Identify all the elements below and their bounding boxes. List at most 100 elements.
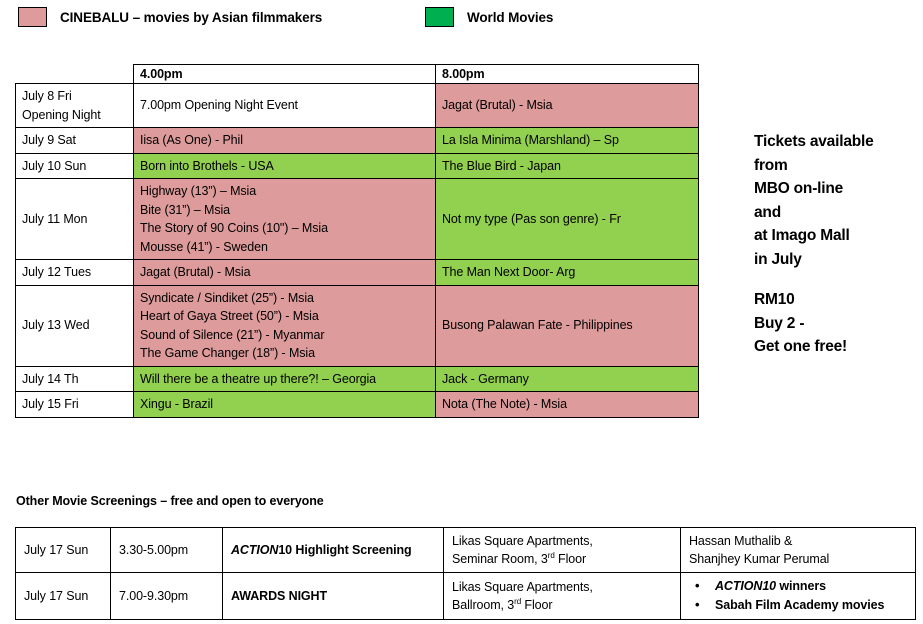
venue-room: Seminar Room, 3	[452, 552, 548, 567]
other-event-italic: ACTION	[231, 543, 279, 558]
other-presenter-cell: ACTION10 winnersSabah Film Academy movie…	[680, 572, 916, 620]
other-event-cell: ACTION10 Highlight Screening	[222, 526, 444, 574]
schedule-row: July 12 Tues Jagat (Brutal) - Msia The Man…	[15, 259, 699, 286]
schedule-day-line: July 15 Fri	[22, 397, 79, 411]
legend: CINEBALU – movies by Asian filmmakers Wo…	[0, 0, 923, 40]
other-time-cell: 7.00-9.30pm	[110, 572, 223, 620]
schedule-film-title: Will there be a theatre up there?! – Geo…	[140, 371, 377, 386]
schedule-film-title: Born into Brothels - USA	[140, 158, 274, 173]
schedule-film-title: 7.00pm Opening Night Event	[140, 98, 298, 113]
legend-item-cinebalu: CINEBALU – movies by Asian filmmakers	[18, 7, 322, 27]
schedule-film-title: Jagat (Brutal) - Msia	[140, 265, 251, 279]
other-screenings-heading: Other Movie Screenings – free and open t…	[16, 494, 324, 508]
venue-ordinal: rd	[514, 597, 522, 607]
schedule-film-title: Not my type (Pas son genre) - Fr	[442, 211, 621, 226]
schedule-film-title: Jack - Germany	[442, 371, 529, 386]
other-date-cell: July 17 Sun	[15, 572, 111, 620]
schedule-row: July 15 Fri Xingu - Brazil Nota (The Note)…	[15, 391, 699, 418]
schedule-film-title: Highway (13”) – Msia	[140, 184, 257, 198]
schedule-header-blank	[15, 64, 134, 84]
schedule-header-8pm: 8.00pm	[435, 64, 699, 84]
schedule-day-line: July 9 Sat	[22, 133, 76, 147]
schedule-film-title: Xingu - Brazil	[140, 397, 213, 411]
schedule-day-cell: July 9 Sat	[15, 127, 134, 154]
schedule-day-line: July 11 Mon	[22, 211, 88, 226]
schedule-film-title: Heart of Gaya Street (50”) - Msia	[140, 309, 319, 323]
other-venue-line: Likas Square Apartments,	[452, 579, 593, 594]
schedule-day-line: July 12 Tues	[22, 265, 91, 279]
schedule-cell-8pm: Not my type (Pas son genre) - Fr	[435, 178, 699, 260]
schedule-cell-4pm: Will there be a theatre up there?! – Geo…	[133, 365, 436, 392]
schedule-cell-4pm: 7.00pm Opening Night Event	[133, 83, 436, 128]
venue-room: Ballroom, 3	[452, 598, 515, 613]
schedule-day-line: Opening Night	[22, 107, 101, 122]
pink-swatch-icon	[18, 7, 47, 27]
schedule-film-title: Sound of Silence (21”) - Myanmar	[140, 327, 325, 342]
schedule-header-row: 4.00pm 8.00pm	[15, 64, 699, 84]
other-venue-line: Seminar Room, 3rd Floor	[452, 550, 672, 568]
price-line: Get one free!	[754, 338, 848, 356]
schedule-day-cell: July 14 Th	[15, 365, 134, 392]
other-venue-cell: Likas Square Apartments, Ballroom, 3rd Fl…	[443, 572, 681, 620]
tickets-line: Tickets available	[754, 133, 874, 150]
venue-ordinal: rd	[547, 551, 555, 561]
tickets-line: from	[754, 156, 788, 174]
schedule-film-title: The Story of 90 Coins (10") – Msia	[140, 221, 328, 235]
schedule-cell-8pm: Nota (The Note) - Msia	[435, 391, 699, 418]
venue-floor: Floor	[554, 552, 587, 567]
schedule-cell-8pm: The Blue Bird - Japan	[435, 152, 699, 179]
other-date-cell: July 17 Sun	[15, 526, 111, 574]
schedule-film-title: Jagat (Brutal) - Msia	[442, 98, 553, 113]
schedule-film-title: Mousse (41”) - Sweden	[140, 239, 268, 254]
schedule-day-line: July 8 Fri	[22, 89, 72, 103]
schedule-film-title: Nota (The Note) - Msia	[442, 397, 567, 411]
schedule-cell-4pm: Xingu - Brazil	[133, 391, 436, 418]
legend-label-cinebalu: CINEBALU – movies by Asian filmmakers	[60, 9, 323, 25]
schedule-film-title: The Game Changer (18”) - Msia	[140, 346, 315, 360]
schedule-day-cell: July 10 Sun	[15, 152, 134, 179]
schedule-cell-8pm: Jagat (Brutal) - Msia	[435, 83, 699, 128]
legend-item-world-movies: World Movies	[425, 7, 553, 27]
other-venue-cell: Likas Square Apartments, Seminar Room, 3r…	[443, 526, 681, 574]
list-item: ACTION10 winners	[689, 576, 907, 596]
schedule-film-title: The Man Next Door- Arg	[442, 265, 576, 279]
schedule-row: July 13 Wed Syndicate / Sindiket (25”) - …	[15, 284, 699, 367]
schedule-row: July 10 Sun Born into Brothels - USA The B…	[15, 152, 699, 179]
price-line: RM10	[754, 291, 795, 309]
list-item: Sabah Film Academy movies	[689, 595, 907, 615]
schedule-day-line: July 10 Sun	[22, 158, 87, 173]
schedule-day-cell: July 12 Tues	[15, 259, 134, 286]
schedule-day-cell: July 11 Mon	[15, 178, 134, 260]
tickets-info: Tickets available from MBO on-line and a…	[754, 130, 919, 359]
presenter-name: Hassan Muthalib &	[689, 534, 793, 549]
spacer	[754, 271, 919, 288]
schedule-row: July 14 Th Will there be a theatre up the…	[15, 365, 699, 392]
bullet-italic: ACTION10	[715, 579, 777, 594]
green-swatch-icon	[425, 7, 454, 27]
schedule-film-title: La Isla Minima (Marshland) – Sp	[442, 133, 619, 147]
schedule-cell-8pm: Busong Palawan Fate - Philippines	[435, 284, 699, 367]
price-line: Buy 2 -	[754, 314, 805, 332]
legend-label-world: World Movies	[467, 9, 554, 25]
other-venue-line: Ballroom, 3rd Floor	[452, 596, 672, 614]
other-venue-line: Likas Square Apartments,	[452, 534, 593, 548]
schedule-film-title: Bite (31”) – Msia	[140, 202, 230, 217]
venue-floor: Floor	[521, 598, 553, 613]
schedule-day-cell: July 13 Wed	[15, 284, 134, 367]
other-time-cell: 3.30-5.00pm	[110, 526, 223, 574]
other-event-cell: AWARDS NIGHT	[222, 572, 444, 620]
schedule-day-cell: July 15 Fri	[15, 391, 134, 418]
tickets-line: MBO on-line	[754, 180, 844, 198]
schedule-day-line: July 13 Wed	[22, 318, 90, 333]
schedule-header-4pm: 4.00pm	[133, 64, 436, 84]
schedule-film-title: Syndicate / Sindiket (25”) - Msia	[140, 290, 314, 305]
